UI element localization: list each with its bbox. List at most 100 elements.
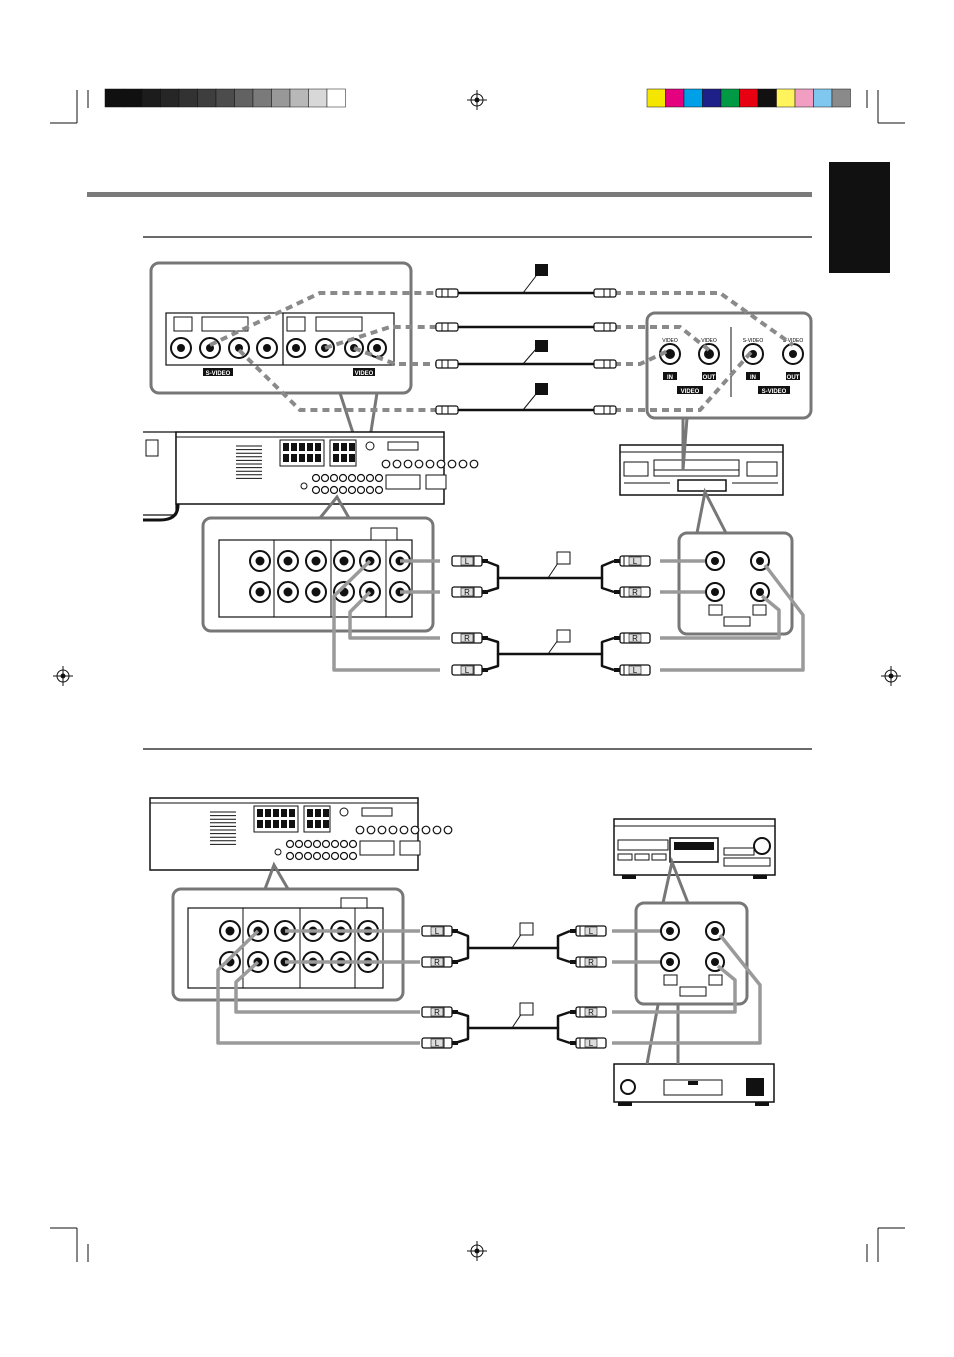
vcr-svideo-out-jack (789, 350, 797, 358)
rca-jack (358, 475, 365, 482)
greyscale-patch (161, 89, 180, 107)
speaker-terminal (315, 820, 321, 828)
speaker-terminal (289, 809, 295, 817)
speaker-terminal (307, 809, 313, 817)
vcr-audio-jack-callout (679, 492, 792, 634)
receiver-rear-panel (143, 432, 478, 520)
registration-mark (475, 1249, 480, 1254)
rca-jack (322, 487, 329, 494)
rca-jack (382, 460, 390, 468)
color-patch (721, 89, 740, 107)
right-channel-label: R (588, 1008, 594, 1017)
receiver-chassis (176, 432, 444, 504)
right-channel-label: R (434, 958, 440, 967)
video-plug (436, 323, 458, 331)
greyscale-patch (179, 89, 198, 107)
rca-jack (350, 841, 357, 848)
vcr-video-out-jack (704, 349, 714, 359)
greyscale-patch (272, 89, 291, 107)
speaker-terminal (349, 443, 355, 451)
left-channel-label: L (435, 1039, 440, 1048)
svideo-badge-label: S-VIDEO (206, 371, 231, 377)
video-plug (436, 360, 458, 368)
rca-jack (433, 826, 441, 834)
greyscale-patch (124, 89, 143, 107)
registration-mark (475, 98, 480, 103)
greyscale-patch (253, 89, 272, 107)
cable-tag (520, 1003, 533, 1015)
rca-jack (323, 841, 330, 848)
cable-tag-filled (535, 340, 548, 352)
color-patch (740, 89, 759, 107)
cable-tag (557, 552, 570, 564)
left-channel-label: L (465, 666, 470, 675)
audio-plug (614, 590, 620, 594)
registration-mark (889, 674, 894, 679)
rca-jack (287, 841, 294, 848)
rca-jack (444, 826, 452, 834)
greyscale-patch (235, 89, 254, 107)
left-channel-label: L (633, 557, 638, 566)
speaker-terminal (307, 454, 313, 462)
receiver-chassis (150, 798, 418, 870)
rca-jack (341, 841, 348, 848)
speaker-terminal (341, 443, 347, 451)
cassette-deck-unit (614, 819, 775, 879)
rca-jack (323, 853, 330, 860)
audio-plug (570, 960, 576, 964)
speaker-terminal (315, 454, 321, 462)
receiver-audio-jack (312, 557, 321, 566)
greyscale-patch (327, 89, 346, 107)
audio-plug (482, 636, 488, 640)
rca-jack (367, 487, 374, 494)
rca-jack (287, 853, 294, 860)
rca-jack (331, 487, 338, 494)
audio-plug (614, 668, 620, 672)
cable-tag-filled (535, 383, 548, 395)
left-channel-label: L (589, 1039, 594, 1048)
rca-jack (322, 475, 329, 482)
left-channel-label: L (589, 927, 594, 936)
speaker-terminal (291, 443, 297, 451)
speaker-terminal (273, 809, 279, 817)
rca-jack (367, 826, 375, 834)
rca-jack (404, 460, 412, 468)
audio-plug (570, 1010, 576, 1014)
left-channel-label: L (465, 557, 470, 566)
power-cord (143, 438, 178, 520)
rca-jack (349, 475, 356, 482)
rca-jack (314, 841, 321, 848)
left-channel-label: L (435, 927, 440, 936)
audio-plug (482, 559, 488, 563)
color-patch (684, 89, 703, 107)
rca-jack (296, 841, 303, 848)
video-plugs (436, 289, 616, 414)
header-rule (87, 192, 812, 197)
speaker-terminal (315, 809, 321, 817)
greyscale-patch (142, 89, 161, 107)
speaker-terminal (265, 809, 271, 817)
video-plug (436, 406, 458, 414)
out-badge-label: OUT (787, 375, 800, 381)
rca-jack (378, 826, 386, 834)
greyscale-patch (290, 89, 309, 107)
cable-tag-filled (535, 264, 548, 276)
rca-jack (358, 487, 365, 494)
rca-jack (367, 475, 374, 482)
speaker-terminal (323, 809, 329, 817)
rca-jack (296, 853, 303, 860)
rca-jack (376, 475, 383, 482)
vcr-video-in-jack (665, 349, 675, 359)
receiver-audio-jack (226, 927, 235, 936)
rca-jack (331, 475, 338, 482)
audio-plug (614, 559, 620, 563)
in-badge-label: IN (750, 375, 756, 381)
speaker-terminal (283, 454, 289, 462)
rca-jack (448, 460, 456, 468)
speaker-terminal (281, 809, 287, 817)
speaker-terminal (307, 443, 313, 451)
receiver-side (143, 432, 176, 515)
speaker-terminal (299, 443, 305, 451)
